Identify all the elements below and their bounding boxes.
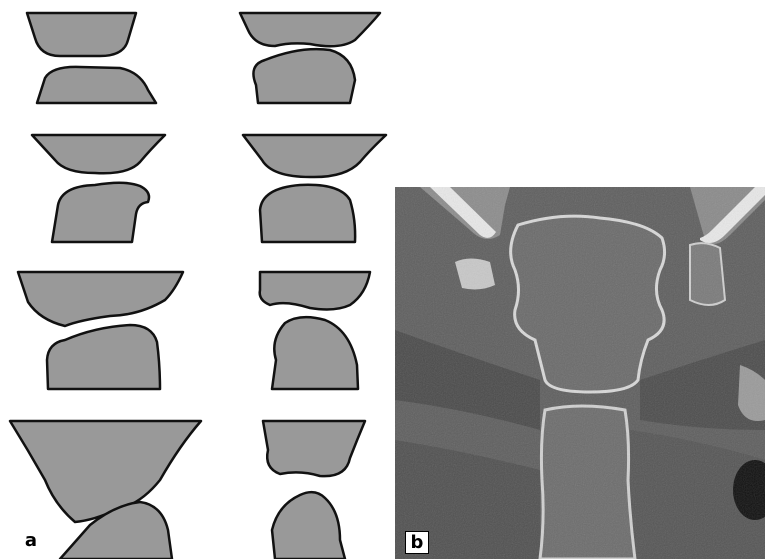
bone-lower-r1-right [253,49,355,103]
bone-upper-r1-left [27,13,136,56]
panel-b-label: b [405,531,429,554]
panel-a-label: a [20,530,42,552]
bone-lower-r3-right [272,317,358,389]
bone-upper-r3-left [18,272,183,326]
bone-upper-r2-right [243,135,386,177]
panel-a-diagrams [10,13,386,559]
bone-upper-r3-right [260,272,370,309]
bone-lower-r4-right [272,492,345,559]
bone-upper-r4-left [10,421,201,522]
bone-lower-r1-left [37,67,156,103]
bone-upper-r2-left [32,135,165,173]
bone-upper-r4-right [263,421,365,476]
panel-b-ct-image [395,187,765,559]
bone-lower-r2-left [52,183,149,242]
bone-upper-r1-right [240,13,380,46]
bone-lower-r3-left [47,325,160,389]
bone-lower-r2-right [260,185,355,242]
